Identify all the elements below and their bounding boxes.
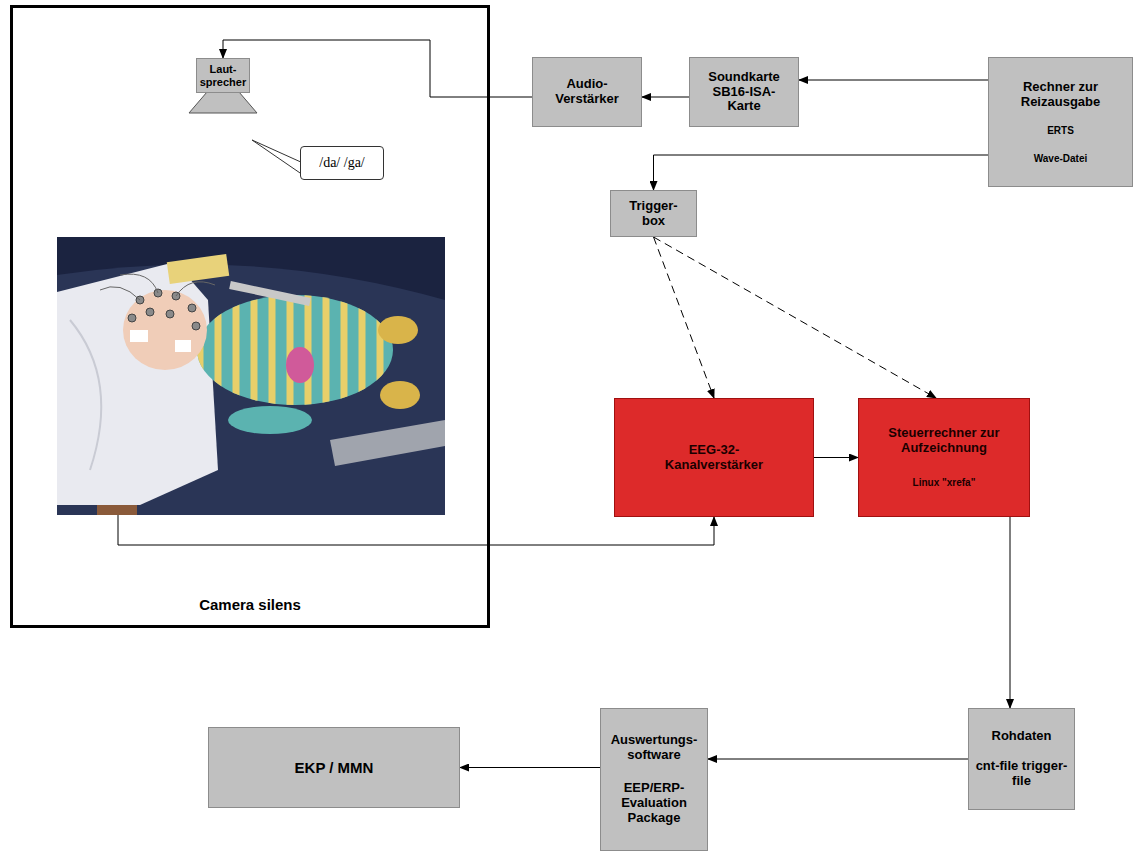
speaker-cone xyxy=(189,92,257,113)
sound-chamber: Camera silens Laut- sprecher/da/ /ga/ xyxy=(10,5,490,628)
amplifier-box: Audio- Verstärker xyxy=(532,57,642,127)
infant-photo xyxy=(57,237,445,515)
node-label: /da/ /ga/ xyxy=(319,155,365,171)
trigger-line xyxy=(654,237,937,398)
speaker-box: Laut- sprecher xyxy=(196,58,250,93)
speech-bubble: /da/ /ga/ xyxy=(300,146,384,180)
node-label: Trigger- box xyxy=(619,199,688,229)
node-label: Soundkarte SB16-ISA- Karte xyxy=(698,70,790,115)
node-detail: Linux "xrefa" xyxy=(913,477,976,489)
node-label: Laut- sprecher xyxy=(199,63,247,88)
bubble-tail xyxy=(252,140,303,175)
soundcard-box: Soundkarte SB16-ISA- Karte xyxy=(689,57,799,127)
stimulus-computer-box: Rechner zur ReizausgabeERTS Wave-Datei xyxy=(988,57,1133,187)
node-label: Rechner zur Reizausgabe xyxy=(997,80,1124,110)
signal-arrow xyxy=(654,155,989,190)
node-label: Audio- Verstärker xyxy=(539,77,635,107)
signal-arrow xyxy=(814,457,858,458)
eeg-amplifier-box: EEG-32- Kanalverstärker xyxy=(614,398,814,517)
signal-arrow xyxy=(1010,517,1011,708)
node-label: Steuerrechner zur Aufzeichnung xyxy=(883,426,1005,456)
result-box: EKP / MMN xyxy=(208,727,460,808)
trigger-line xyxy=(654,237,715,398)
recording-computer-box: Steuerrechner zur AufzeichnungLinux "xre… xyxy=(858,398,1030,517)
node-label: Auswertungs- software xyxy=(607,733,701,763)
node-detail: cnt-file trigger-file xyxy=(975,759,1068,789)
triggerbox: Trigger- box xyxy=(610,190,697,237)
node-label: EEG-32- Kanalverstärker xyxy=(645,443,783,473)
node-label: EKP / MMN xyxy=(295,759,374,776)
analysis-software-box: Auswertungs- softwareEEP/ERP- Evaluation… xyxy=(600,708,708,851)
signal-arrow xyxy=(642,97,689,98)
signal-arrow xyxy=(708,759,968,760)
raw-data-box: Rohdaten cnt-file trigger-file xyxy=(968,708,1075,810)
signal-arrow xyxy=(460,767,600,768)
node-detail: ERTS xyxy=(1047,125,1074,137)
signal-arrow xyxy=(799,80,988,81)
node-label: Rohdaten xyxy=(992,729,1052,744)
node-detail: Wave-Datei xyxy=(1034,153,1088,165)
node-detail: EEP/ERP- Evaluation Package xyxy=(607,781,701,826)
signal-arrow xyxy=(223,40,532,97)
signal-arrow xyxy=(118,515,714,545)
node-label: Camera silens xyxy=(199,596,301,613)
